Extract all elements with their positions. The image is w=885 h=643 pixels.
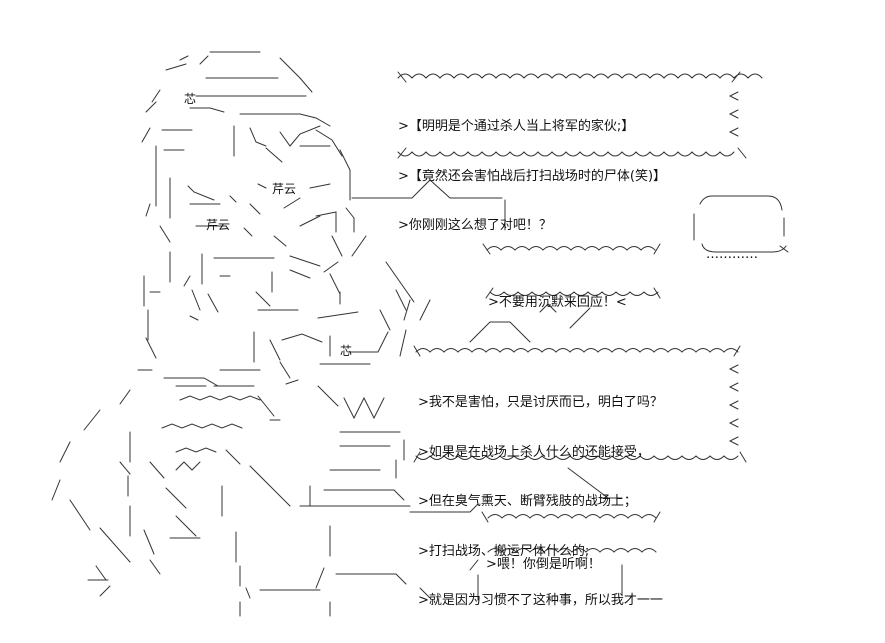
speech-bubble-ellipsis: …………: [706, 214, 758, 297]
speech-line: >不要用沉默来回应！<: [488, 295, 627, 310]
speech-line: >喂！你倒是听啊！: [486, 557, 601, 572]
ascii-art-figure: [51, 51, 789, 617]
bubble-ellipsis-outline: [693, 195, 789, 253]
speech-line: …………: [706, 247, 758, 262]
speech-line: >就是因为习惯不了这种事，所以我才一一: [418, 593, 663, 608]
speech-line: >【竟然还会害怕战后打扫战场时的尸体(笑)】: [398, 168, 667, 184]
bubble-top-tail: [351, 179, 506, 231]
speech-line: >打扫战场、搬运尸体什么的;: [418, 543, 590, 559]
speech-bubble-main: >我不是害怕，只是讨厌而已，明白了吗？ >如果是在战场上杀人什么的还能接受， >…: [418, 362, 663, 643]
art-label-1: 芹云: [272, 182, 297, 196]
ascii-art-canvas: 芹云 芹云 芯 芯 >【明明是个通过杀人当上将军的家伙;】 >【竟然还会害怕战后…: [51, 51, 789, 617]
speech-line: >你刚刚这么想了对吧！？: [398, 218, 552, 233]
speech-line: >但在臭气熏天、断臂残肢的战场上；: [418, 494, 637, 509]
speech-bubble-bottom: >喂！你倒是听啊！: [486, 524, 601, 607]
bubble-top-outline: [397, 71, 763, 159]
bubble-main-tail: [409, 467, 623, 513]
art-label-3: 芯: [184, 92, 197, 106]
speech-bubble-silent: >不要用沉默来回应！<: [488, 262, 627, 345]
speech-line: >【明明是个通过杀人当上将军的家伙;】: [398, 119, 635, 134]
bubble-main-outline: [413, 303, 747, 463]
speech-bubble-top: >【明明是个通过杀人当上将军的家伙;】 >【竟然还会害怕战后打扫战场时的尸体(笑…: [398, 86, 666, 268]
bubble-silent-outline: [482, 243, 661, 299]
speech-line: >如果是在战场上杀人什么的还能接受，: [418, 444, 650, 460]
art-label-4: 芯: [340, 344, 353, 358]
character-figure: [51, 51, 431, 617]
speech-line: >我不是害怕，只是讨厌而已，明白了吗？: [418, 395, 663, 410]
bubble-bottom-outline: [469, 511, 661, 601]
art-label-2: 芹云: [206, 218, 231, 232]
